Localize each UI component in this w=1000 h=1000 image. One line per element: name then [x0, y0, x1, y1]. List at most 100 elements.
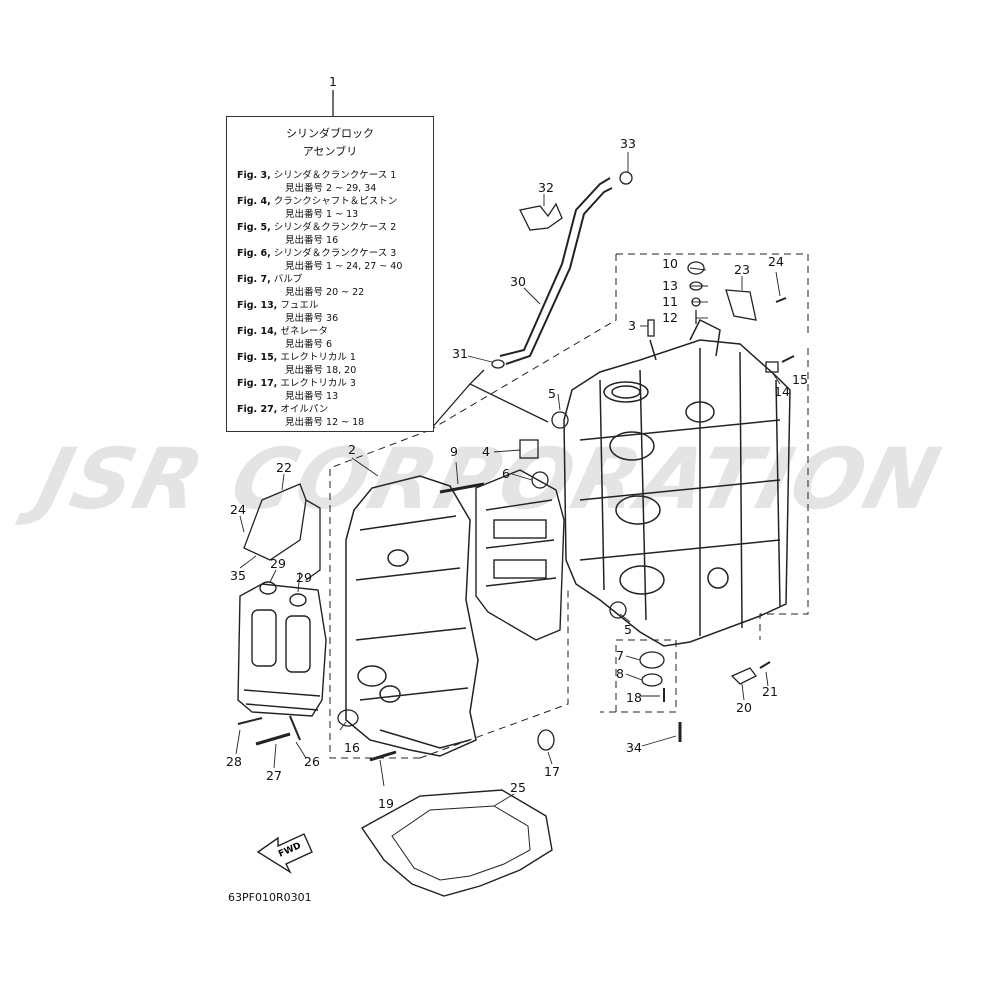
callout-17: 17: [544, 764, 560, 779]
callout-18: 18: [626, 690, 642, 705]
callout-16: 16: [344, 740, 360, 755]
part-20: [730, 667, 757, 685]
callout-5b: 5: [624, 622, 632, 637]
cylinder-head: [237, 581, 327, 717]
callout-29b: 29: [296, 570, 312, 585]
gasket-25: [360, 789, 553, 897]
callout-7: 7: [616, 648, 624, 663]
callout-8: 8: [616, 666, 624, 681]
legend-ref-row: Fig. 27, オイルパン: [237, 404, 329, 415]
diagram-code: 63PF010R0301: [228, 891, 312, 904]
callout-23: 23: [734, 262, 750, 277]
callout-21: 21: [762, 684, 778, 699]
legend-title-line2: アセンブリ: [302, 145, 358, 158]
callout-25: 25: [510, 780, 526, 795]
oil-tube: [499, 177, 613, 365]
callout-31: 31: [452, 346, 468, 361]
part-16: [337, 709, 359, 727]
part-5b: [609, 601, 627, 619]
leader-31: [468, 369, 549, 423]
legend-ref-sub: 見出番号 1 ~ 13: [285, 209, 359, 220]
part-17: [537, 729, 555, 751]
callout-29a: 29: [270, 556, 286, 571]
part-8: [641, 673, 663, 687]
callout-10: 10: [662, 256, 678, 271]
legend-ref-sub: 見出番号 20 ~ 22: [285, 287, 365, 298]
fwd-arrow-icon: [256, 833, 313, 874]
callout-13: 13: [662, 278, 678, 293]
callout-2: 2: [348, 442, 356, 457]
cylinder-block: [563, 318, 791, 647]
part-10: [687, 261, 705, 275]
callout-5a: 5: [548, 386, 556, 401]
callout-30: 30: [510, 274, 526, 289]
callout-24b: 24: [230, 502, 246, 517]
callout-6: 6: [502, 466, 510, 481]
callout-11: 11: [662, 294, 678, 309]
part-19: [369, 750, 397, 762]
legend-ref-sub: 見出番号 1 ~ 24, 27 ~ 40: [285, 261, 403, 272]
callout-24a: 24: [768, 254, 784, 269]
callout-19: 19: [378, 796, 394, 811]
callout-26: 26: [304, 754, 320, 769]
callout-27: 27: [266, 768, 282, 783]
part-24: [775, 297, 787, 303]
callout-3: 3: [628, 318, 636, 333]
legend-ref-row: Fig. 14, ゼネレータ: [237, 326, 328, 337]
callout-12: 12: [662, 310, 678, 325]
fwd-label: FWD: [277, 841, 303, 860]
part-21: [759, 661, 771, 669]
legend-ref-row: Fig. 15, エレクトリカル 1: [237, 352, 356, 363]
legend-ref-sub: 見出番号 18, 20: [285, 365, 357, 376]
part-31: [491, 359, 505, 369]
leader-31b: [429, 383, 471, 431]
legend-ref-sub: 見出番号 2 ~ 29, 34: [285, 183, 377, 194]
callout-15: 15: [792, 372, 808, 387]
callout-35: 35: [230, 568, 246, 583]
callout-22: 22: [276, 460, 292, 475]
part-9: [439, 482, 485, 494]
part-33: [619, 171, 633, 185]
part-27: [255, 732, 291, 746]
clamp-32: [519, 202, 563, 231]
callout-4: 4: [482, 444, 490, 459]
legend-ref-row: Fig. 6, シリンダ＆クランクケース 3: [237, 248, 397, 259]
part-26: [289, 715, 301, 741]
legend-ref-sub: 見出番号 16: [285, 235, 339, 246]
callout-1: 1: [329, 74, 337, 89]
part-15: [781, 355, 795, 363]
callout-leaders: [235, 152, 781, 807]
callout-33: 33: [620, 136, 636, 151]
part-23: [725, 289, 757, 321]
assembly-reference-legend: シリンダブロック アセンブリ Fig. 3, シリンダ＆クランクケース 1 見出…: [226, 116, 434, 432]
part-6: [531, 471, 549, 489]
legend-ref-row: Fig. 7, バルブ: [237, 274, 303, 285]
legend-ref-row: Fig. 13, フュエル: [237, 300, 319, 311]
part-4: [519, 439, 539, 459]
part-7: [639, 651, 665, 669]
legend-title-line1: シリンダブロック: [286, 127, 374, 140]
callout-28: 28: [226, 754, 242, 769]
callout-14: 14: [774, 384, 790, 399]
part-14: [765, 361, 779, 373]
bracket-22: [243, 483, 307, 561]
legend-ref-row: Fig. 5, シリンダ＆クランクケース 2: [237, 222, 397, 233]
intake-plate: [475, 469, 565, 641]
legend-ref-row: Fig. 4, クランクシャフト＆ピストン: [237, 196, 398, 207]
legend-ref-sub: 見出番号 13: [285, 391, 339, 402]
part-28: [237, 717, 263, 725]
crankcase: [345, 475, 479, 757]
legend-ref-row: Fig. 3, シリンダ＆クランクケース 1: [237, 170, 397, 181]
legend-ref-sub: 見出番号 36: [285, 313, 339, 324]
legend-ref-sub: 見出番号 12 ~ 18: [285, 417, 365, 428]
callout-34: 34: [626, 740, 642, 755]
callout-20: 20: [736, 700, 752, 715]
legend-ref-sub: 見出番号 6: [285, 339, 333, 350]
part-3: [647, 319, 655, 337]
legend-ref-row: Fig. 17, エレクトリカル 3: [237, 378, 356, 389]
part-5a: [551, 411, 569, 429]
callout-32: 32: [538, 180, 554, 195]
callout-9: 9: [450, 444, 458, 459]
